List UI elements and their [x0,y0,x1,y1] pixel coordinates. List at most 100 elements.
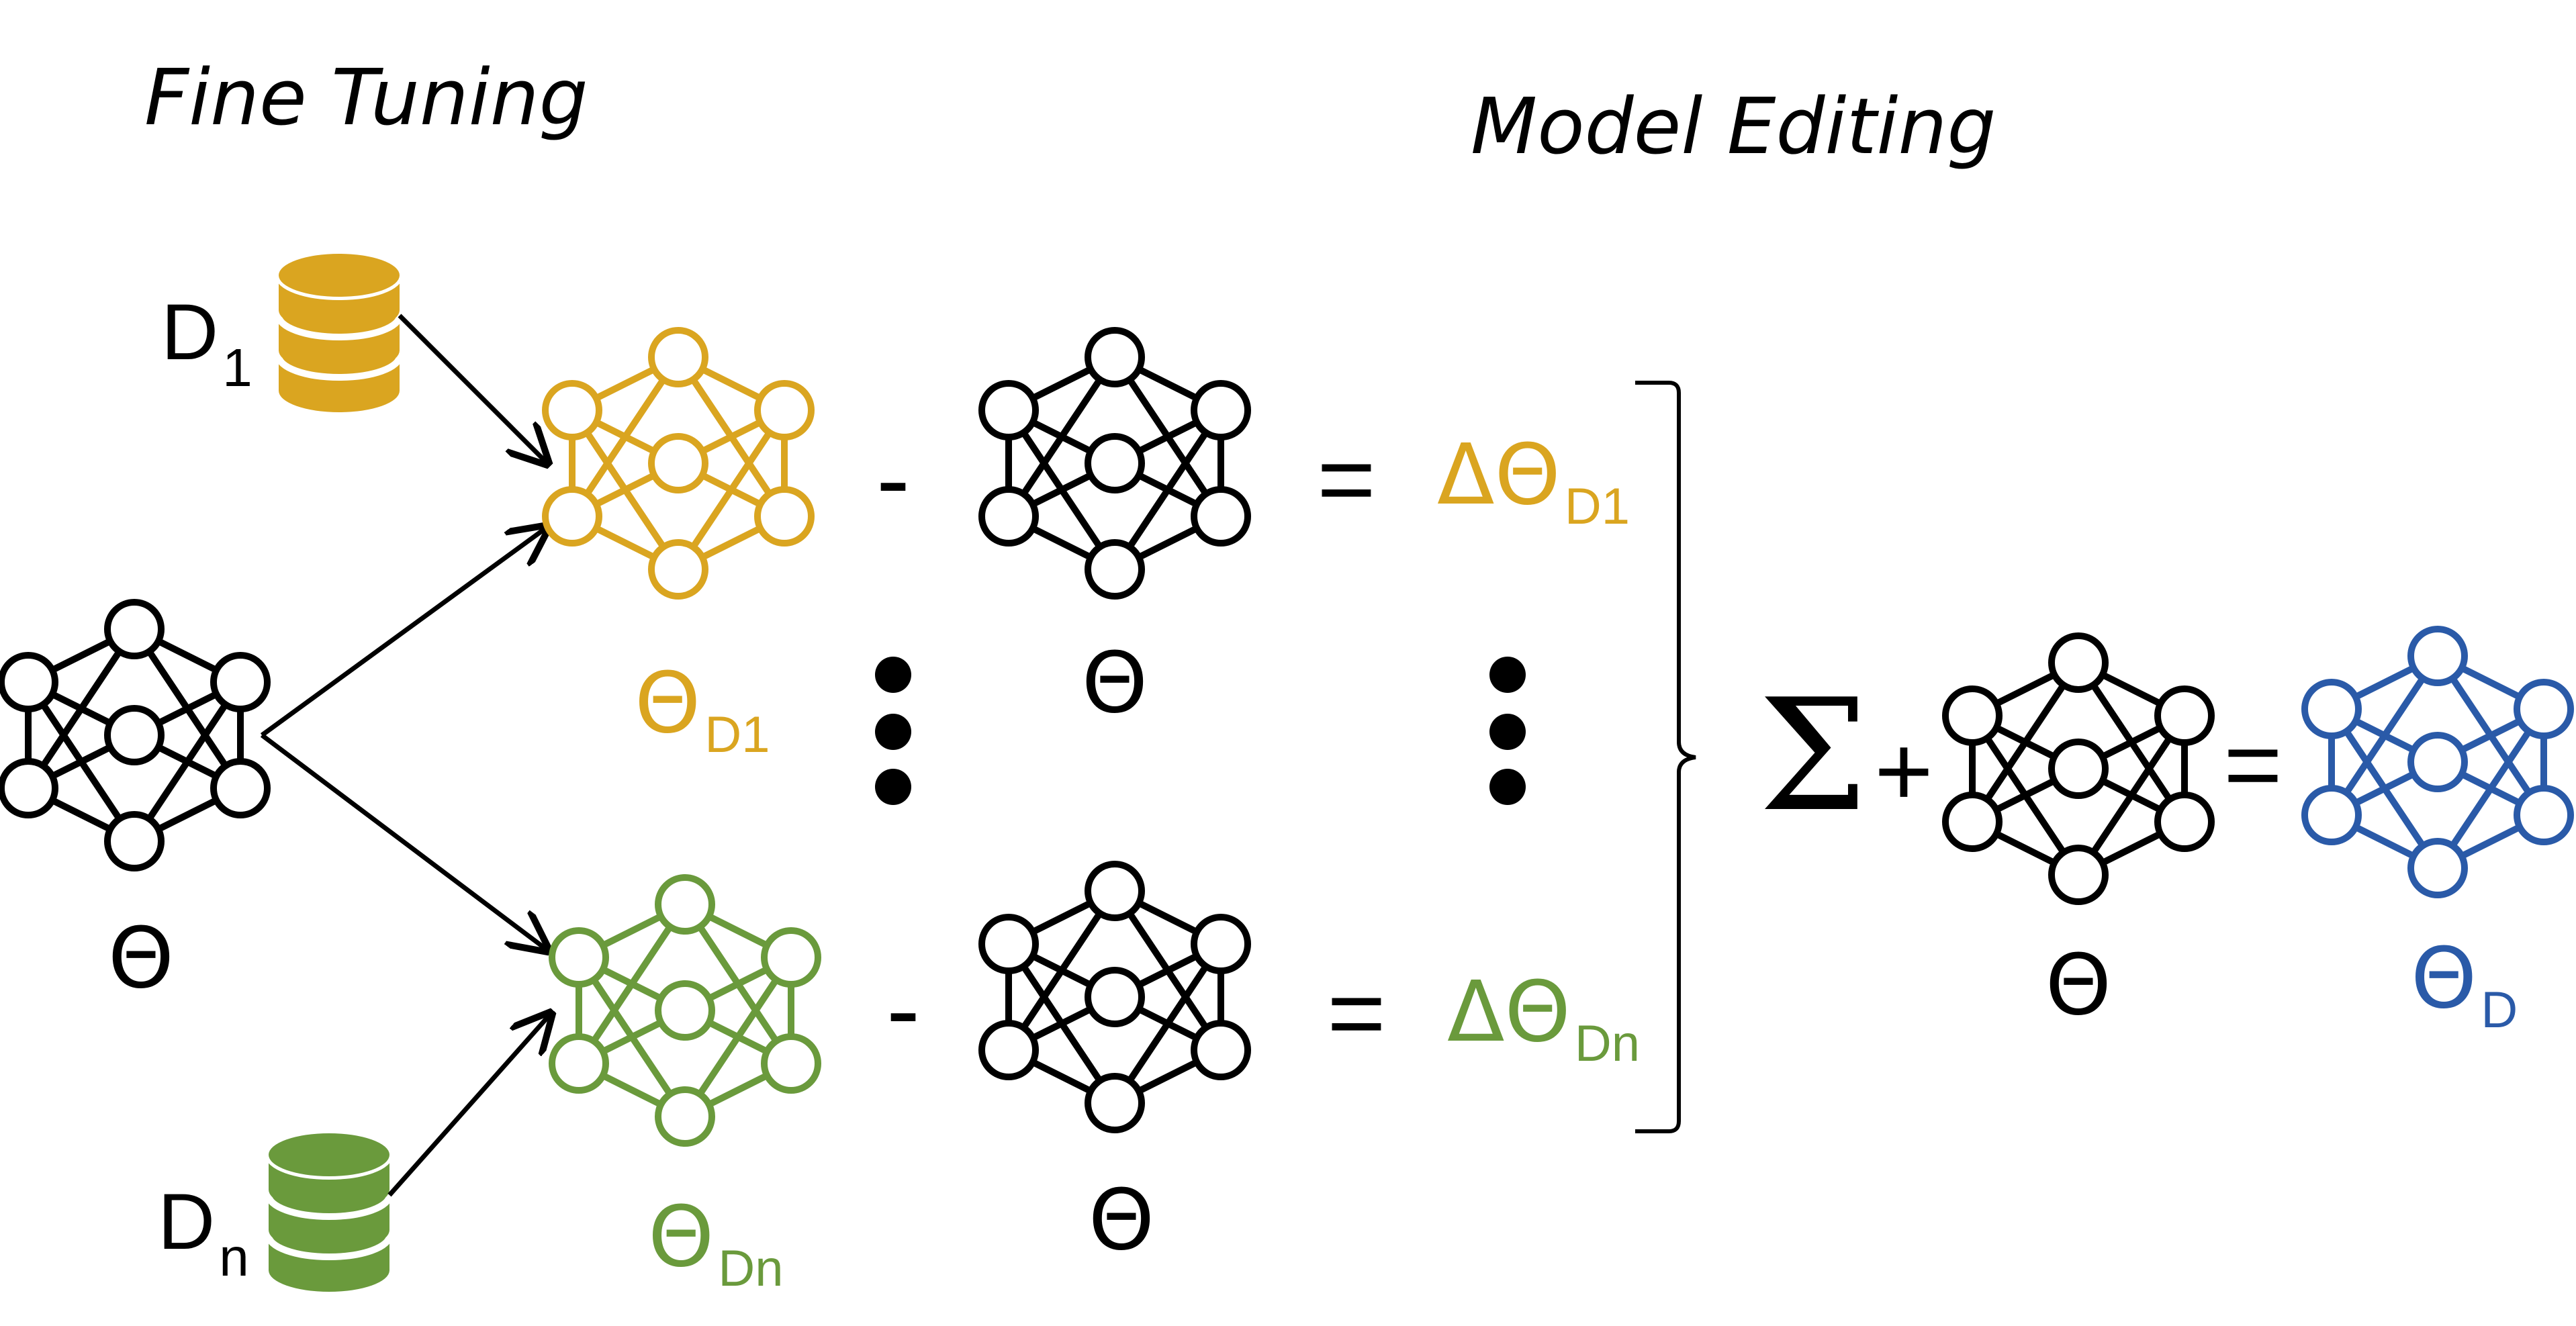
network-node [2301,785,2362,845]
network-edge [682,955,794,1119]
dataset-label-dn: Dn [158,1178,249,1287]
delta-theta-subscript: Dn [1575,1015,1640,1072]
database-layer [269,1235,389,1292]
minus-operator-bottom: - [886,953,920,1065]
network-node [648,539,708,600]
database-top [279,254,400,297]
ellipsis-dot [1489,769,1526,805]
network-node [542,380,602,440]
network-node [754,486,815,547]
theta-dn-label: ΘDn [648,1188,784,1297]
network-node [1085,967,1145,1027]
network-icon-theta-sum [1942,632,2215,905]
theta-subscript: Dn [718,1240,783,1297]
ellipsis-dot [875,714,911,750]
network-node [1085,1073,1145,1133]
network-node [2407,838,2468,898]
network-node [0,652,58,712]
network-edge [2328,707,2441,870]
network-edge [1111,942,1224,1105]
network-node [1085,539,1145,600]
ellipsis-dot [1489,714,1526,750]
network-icon-theta-top [978,327,1251,600]
delta-theta-subscript: D1 [1565,478,1630,535]
theta-d1-label: ΘD1 [635,655,770,763]
delta-theta-symbol: ΔΘ [1437,426,1561,524]
dataset-subscript: 1 [222,338,252,397]
network-node [2514,785,2574,845]
database-layer [279,356,400,412]
network-node [0,758,58,818]
network-icon-theta-d1 [542,327,815,600]
network-node [104,705,165,765]
network-node [2514,679,2574,739]
arrow-theta-to-theta-d1 [260,527,547,737]
network-edge [1111,408,1224,571]
network-node [655,980,715,1041]
network-edge [576,955,688,1119]
ellipsis-dot [875,769,911,805]
network-icon-theta-d [2301,626,2574,898]
network-node [2407,626,2468,686]
network-node [104,599,165,659]
theta-label-sum: Θ [2045,937,2111,1034]
network-edge [25,680,138,843]
network-node [1191,1020,1251,1080]
theta-label-base: Θ [108,910,174,1007]
network-node [978,380,1039,440]
network-node [978,914,1039,974]
delta-theta-d1-label: ΔΘD1 [1437,426,1630,535]
database-layer-separator [265,1235,393,1260]
theta-subscript: D [2481,982,2518,1039]
network-edge [1005,408,1118,571]
network-node [761,927,821,988]
database-layer-separator [275,315,403,340]
network-node [104,811,165,871]
model-editing-heading: Model Editing [1471,82,1996,172]
network-node [1085,861,1145,921]
network-node [754,380,815,440]
right-brace [1635,381,1696,1133]
network-node [978,486,1039,547]
equals-operator-bottom: = [1327,956,1386,1069]
theta-label-top: Θ [1082,634,1148,732]
dataset-letter: D [158,1178,215,1266]
network-node [210,652,271,712]
equals-operator-top: = [1317,422,1376,535]
ellipsis-right [1489,657,1526,805]
database-layer [269,1195,389,1251]
network-node [648,327,708,387]
dataset-subscript: n [219,1227,249,1287]
network-icon-base [0,599,271,871]
database-top [269,1133,389,1176]
network-node [2048,632,2109,693]
theta-symbol: Θ [2411,930,2477,1027]
minus-operator-top: - [876,422,910,535]
network-node [549,927,609,988]
network-node [761,1033,821,1094]
network-node [549,1033,609,1094]
network-node [1191,380,1251,440]
database-icon-dn [265,1133,393,1292]
network-node [655,1086,715,1147]
arrow-theta-to-theta-dn [260,733,547,950]
dataset-letter: D [161,288,218,377]
network-node [2048,845,2109,905]
network-node [2048,739,2109,799]
theta-symbol: Θ [635,655,700,752]
network-edge [2075,714,2188,877]
equals-operator-result: = [2223,708,2283,820]
theta-d-label: ΘD [2411,930,2518,1039]
database-icon-d1 [275,254,403,412]
network-edge [2434,707,2547,870]
network-node [1085,327,1145,387]
ellipsis-dot [1489,657,1526,693]
network-edge [1005,942,1118,1105]
network-icon-theta-bottom [978,861,1251,1133]
network-node [1085,433,1145,493]
network-node [542,486,602,547]
network-node [648,433,708,493]
network-node [1942,685,2003,746]
theta-subscript: D1 [704,706,770,763]
